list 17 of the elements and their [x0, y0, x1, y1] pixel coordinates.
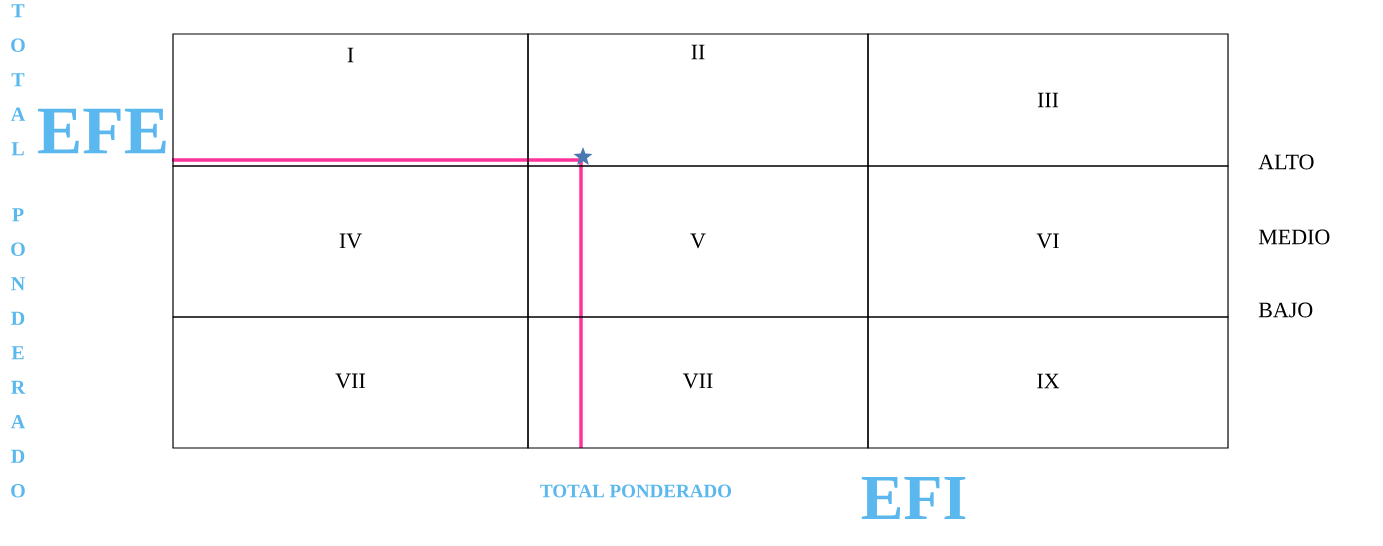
grid-cell: VII: [172, 316, 529, 449]
grid-cell: II: [527, 33, 869, 167]
grid-cell: IX: [867, 316, 1229, 449]
grid-cell: VII: [527, 316, 869, 449]
axis-title: TOTAL: [10, 4, 26, 156]
grid-cell: V: [527, 165, 869, 318]
grid-cell: III: [867, 33, 1229, 167]
axis-title: TOTAL PONDERADO: [540, 484, 732, 498]
level-label: MEDIO: [1258, 229, 1330, 245]
level-label: BAJO: [1258, 302, 1313, 318]
axis-title: PONDERADO: [10, 208, 26, 498]
axis-letters: EFI: [861, 477, 966, 519]
grid-cell: I: [172, 33, 529, 167]
level-label: ALTO: [1258, 154, 1314, 170]
axis-letters: EFE: [38, 108, 166, 154]
grid-cell: IV: [172, 165, 529, 318]
grid-cell: VI: [867, 165, 1229, 318]
